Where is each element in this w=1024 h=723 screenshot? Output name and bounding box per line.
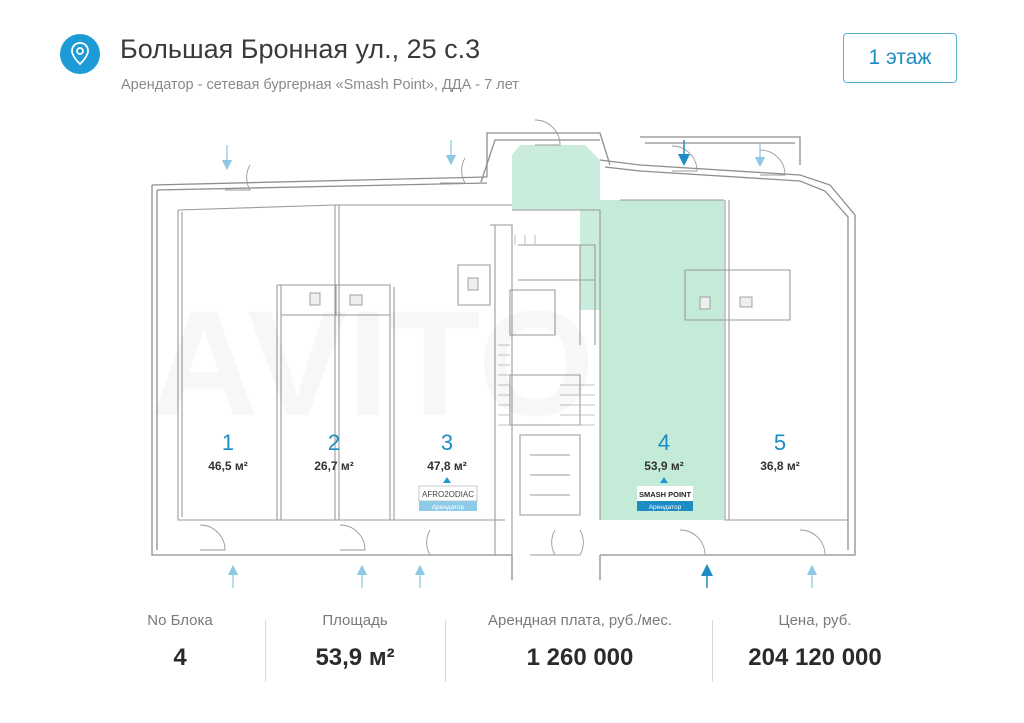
unit-3-label[interactable]: 3 47,8 м² AFRO2ODIAC Арендатор	[418, 430, 478, 511]
stat-price: Цена, руб. 204 120 000	[715, 612, 915, 672]
entrance-arrows	[221, 140, 818, 588]
stat-price-value: 204 120 000	[748, 644, 882, 671]
stat-rent-label: Арендная плата, руб./мес.	[488, 612, 672, 629]
unit-5-label[interactable]: 5 36,8 м²	[760, 430, 800, 473]
unit-3-tenant-logo: AFRO2ODIAC	[422, 490, 474, 499]
unit-1-number: 1	[222, 430, 234, 455]
unit-5-area: 36,8 м²	[760, 459, 800, 473]
location-pin-icon	[60, 34, 100, 74]
unit-2-label[interactable]: 2 26,7 м²	[314, 430, 354, 473]
unit-5-number: 5	[774, 430, 786, 455]
sanitary-fixtures	[309, 277, 753, 310]
stat-divider	[265, 620, 266, 682]
page-title: Большая Бронная ул., 25 с.3	[120, 34, 481, 64]
header: Большая Бронная ул., 25 с.3 Арендатор - …	[0, 0, 1024, 110]
unit-3-tenant-label: Арендатор	[432, 504, 465, 511]
stat-divider	[445, 620, 446, 682]
unit-2-number: 2	[328, 430, 340, 455]
stat-area: Площадь 53,9 м²	[270, 612, 440, 672]
stat-rent-value: 1 260 000	[526, 644, 634, 671]
unit-4-tenant-logo: SMASH POINT	[639, 490, 692, 499]
stats-bar: No Блока 4 Площадь 53,9 м² Арендная плат…	[0, 612, 1024, 692]
unit-3-area: 47,8 м²	[427, 459, 467, 473]
stat-block-value: 4	[173, 644, 187, 671]
unit-4-tenant-badge	[637, 501, 693, 511]
unit-2-area: 26,7 м²	[314, 459, 354, 473]
unit-4-tenant-logo-box	[637, 486, 693, 501]
stat-rent: Арендная плата, руб./мес. 1 260 000	[450, 612, 710, 672]
stat-price-label: Цена, руб.	[778, 612, 852, 629]
unit-4-entrance-arrows	[678, 140, 713, 588]
unit-4-tenant-marker	[660, 477, 668, 483]
unit-4-main-area[interactable]	[600, 200, 724, 520]
page-subtitle: Арендатор - сетевая бургерная «Smash Poi…	[121, 77, 519, 93]
unit-3-number: 3	[441, 430, 453, 455]
floor-selector-button[interactable]: 1 этаж	[843, 33, 957, 83]
unit-4-number: 4	[658, 430, 670, 455]
unit-1-label[interactable]: 1 46,5 м²	[208, 430, 248, 473]
unit-4-tenant-label: Арендатор	[649, 504, 682, 511]
interior-walls	[177, 199, 848, 555]
unit-3-tenant-badge	[419, 501, 477, 511]
stat-divider	[712, 620, 713, 682]
unit-4-label[interactable]: 4 53,9 м² SMASH POINT Арендатор	[637, 430, 693, 511]
watermark: AVITO	[150, 279, 595, 447]
floor-plan: AVITO 1 46,5 м² 2 26,7 м² 3 47,8 м² AFRO…	[0, 115, 1024, 595]
stat-area-value: 53,9 м²	[315, 644, 395, 671]
stat-area-label: Площадь	[322, 612, 388, 629]
stat-block-label: No Блока	[147, 612, 213, 629]
entrance-doors	[199, 119, 826, 556]
unit-4-area: 53,9 м²	[644, 459, 684, 473]
outer-walls	[151, 132, 856, 580]
floor-plan-drawing: AVITO 1 46,5 м² 2 26,7 м² 3 47,8 м² AFRO…	[150, 119, 856, 588]
staircase	[498, 235, 595, 426]
unit-3-tenant-marker	[443, 477, 451, 483]
stat-block: No Блока 4	[100, 612, 260, 672]
unit-1-area: 46,5 м²	[208, 459, 248, 473]
